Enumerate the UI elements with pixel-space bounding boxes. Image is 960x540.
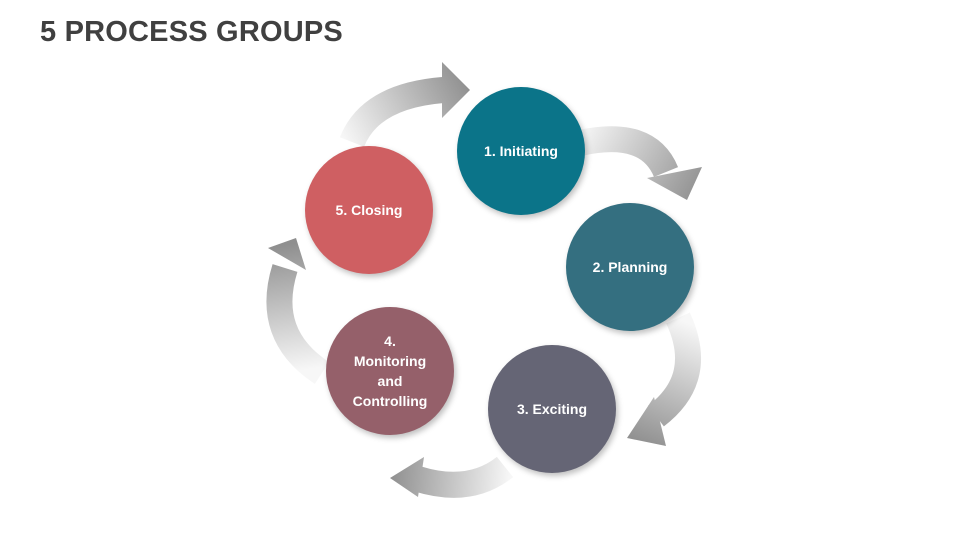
arrow-initiating-to-planning-icon bbox=[577, 126, 702, 200]
step-label: 1. Initiating bbox=[484, 143, 558, 159]
arrow-monitoring-to-closing-icon bbox=[266, 238, 330, 384]
step-label: 2. Planning bbox=[592, 259, 668, 275]
arrow-closing-to-initiating-icon bbox=[339, 62, 470, 148]
arrow-planning-to-exciting-icon bbox=[627, 312, 702, 446]
step-label: 5. Closing bbox=[335, 202, 403, 218]
step-monitoring-and-controlling: 4. Monitoring and Controlling bbox=[326, 307, 454, 435]
step-closing: 5. Closing bbox=[305, 146, 433, 274]
step-label: 3. Exciting bbox=[516, 401, 588, 417]
page-title: 5 PROCESS GROUPS bbox=[40, 16, 343, 48]
arrow-exciting-to-monitoring-icon bbox=[390, 456, 514, 498]
step-exciting: 3. Exciting bbox=[488, 345, 616, 473]
step-initiating: 1. Initiating bbox=[457, 87, 585, 215]
step-planning: 2. Planning bbox=[566, 203, 694, 331]
step-label: 4. Monitoring and Controlling bbox=[352, 333, 428, 409]
